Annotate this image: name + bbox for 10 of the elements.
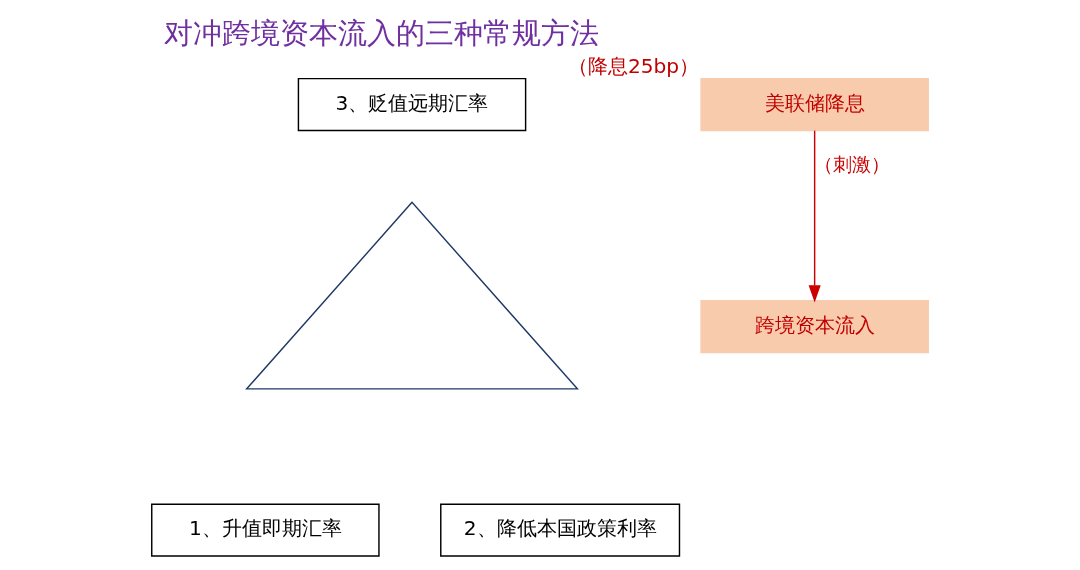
node-box: 跨境资本流入: [700, 300, 929, 354]
node-triangle: [245, 201, 579, 390]
node-label: （降息25bp）: [567, 54, 700, 79]
diagram-title: 对冲跨境资本流入的三种常规方法: [164, 15, 600, 50]
node-box: 3、贬值远期汇率: [297, 77, 527, 132]
arrow: [808, 130, 821, 303]
edge-label: （刺激）: [814, 154, 891, 176]
node-box: 美联储降息: [700, 77, 929, 132]
node-box: 2、降低本国政策利率: [440, 503, 681, 557]
node-box: 1、升值即期汇率: [151, 503, 380, 557]
